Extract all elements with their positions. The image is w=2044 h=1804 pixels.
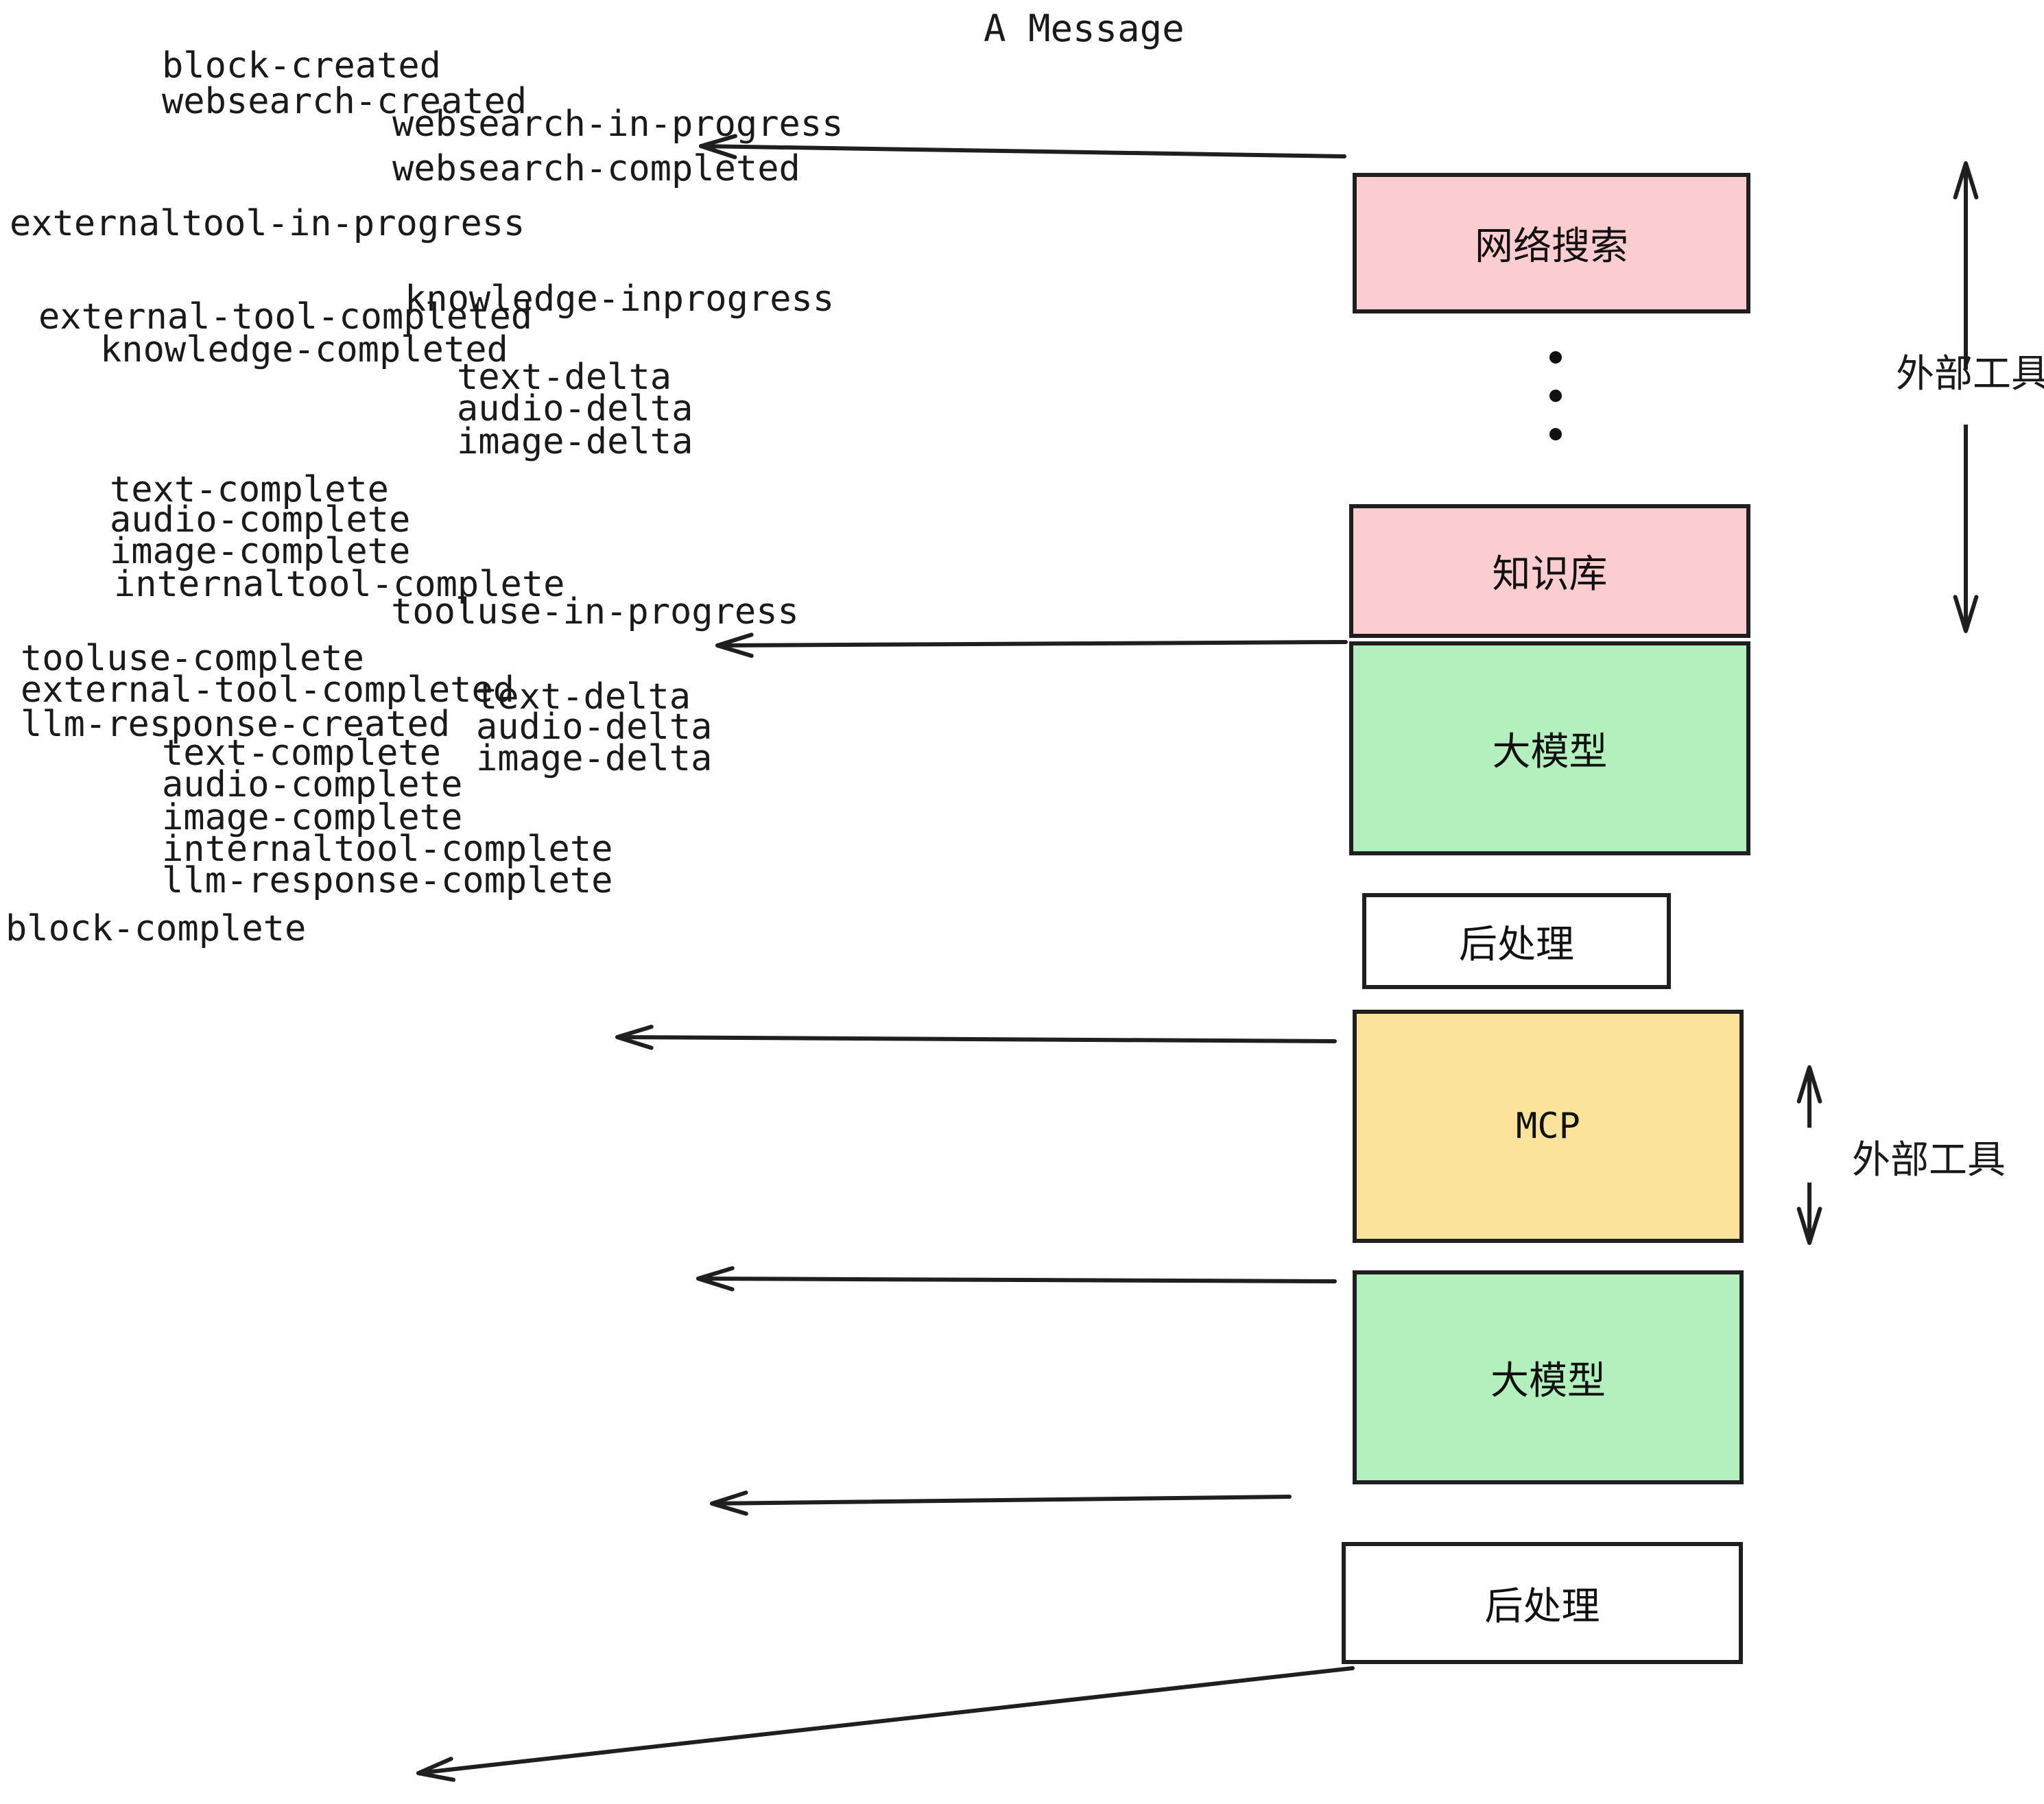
node-postprocess-2: 后处理 (1342, 1542, 1743, 1664)
event-text-complete-2: text-complete (162, 733, 441, 774)
event-tooluse-in-progress: tooluse-in-progress (391, 591, 799, 632)
event-external-tool-completed-1: external-tool-completed (38, 296, 533, 337)
event-image-complete-1: image-complete (110, 531, 411, 572)
arrow-image-complete-head-icon (615, 1024, 654, 1050)
event-block-created: block-created (162, 45, 441, 86)
page-title: A Message (984, 7, 1185, 50)
node-label: 后处理 (1459, 922, 1574, 967)
node-label: 网络搜索 (1475, 224, 1628, 269)
arrow-knowledge-done-head-icon (715, 632, 754, 658)
event-image-complete-2: image-complete (162, 797, 463, 838)
event-llm-response-complete: llm-response-complete (162, 860, 613, 901)
event-text-delta-2: text-delta (476, 676, 691, 717)
arrow-block-complete (416, 1666, 1355, 1775)
event-knowledge-inprogress: knowledge-inprogress (405, 278, 835, 320)
node-label: 后处理 (1484, 1584, 1600, 1629)
arrow-tooluse-complete (696, 1277, 1337, 1283)
event-audio-complete-2: audio-complete (162, 764, 463, 805)
node-label: 大模型 (1492, 729, 1608, 774)
node-label: 大模型 (1490, 1358, 1606, 1403)
event-audio-complete-1: audio-complete (110, 499, 411, 541)
event-image-delta-1: image-delta (457, 421, 693, 462)
node-mcp: MCP (1353, 1010, 1744, 1243)
node-knowledge: 知识库 (1349, 504, 1750, 638)
node-llm-2: 大模型 (1353, 1270, 1744, 1484)
event-externaltool-in-progress: externaltool-in-progress (10, 203, 525, 244)
external-tool-scope-bottom-down-head-icon (1796, 1207, 1822, 1245)
event-text-delta-1: text-delta (457, 357, 672, 398)
event-block-complete: block-complete (5, 908, 307, 949)
event-websearch-created: websearch-created (162, 81, 527, 122)
node-llm-1: 大模型 (1349, 641, 1750, 855)
external-tool-scope-top-down-head-icon (1953, 595, 1979, 633)
arrow-tooluse-complete-head-icon (696, 1266, 735, 1292)
node-label: 知识库 (1492, 552, 1608, 597)
scope-label-external-tool-bottom: 外部工具 (1852, 1138, 2006, 1183)
arrow-knowledge-done (715, 640, 1348, 648)
event-external-tool-completed-2: external-tool-completed (21, 669, 515, 711)
scope-label-external-tool-top: 外部工具 (1896, 352, 2044, 396)
node-postprocess-1: 后处理 (1362, 893, 1671, 989)
external-tool-scope-top-up-head-icon (1953, 161, 1979, 200)
external-tool-scope-bottom-up-head-icon (1796, 1065, 1822, 1104)
event-websearch-completed: websearch-completed (392, 148, 800, 189)
arrow-image-complete (615, 1035, 1337, 1043)
scope-arrows-group (1796, 161, 1979, 1245)
vertical-ellipsis-icon (1549, 351, 1562, 440)
node-label: MCP (1516, 1106, 1580, 1147)
arrow-audio-complete (710, 1495, 1292, 1506)
event-tooluse-complete: tooluse-complete (21, 638, 364, 679)
event-llm-response-created: llm-response-created (21, 704, 451, 745)
node-websearch: 网络搜索 (1353, 173, 1750, 313)
event-text-complete-1: text-complete (110, 469, 389, 510)
event-internaltool-complete-2: internaltool-complete (162, 829, 613, 870)
event-audio-delta-2: audio-delta (476, 707, 713, 748)
event-audio-delta-1: audio-delta (457, 388, 693, 429)
event-image-delta-2: image-delta (476, 738, 713, 779)
event-knowledge-completed: knowledge-completed (100, 329, 508, 370)
arrow-audio-complete-head-icon (710, 1491, 748, 1516)
event-internaltool-complete-1: internaltool-complete (114, 564, 565, 605)
event-websearch-in-progress: websearch-in-progress (392, 104, 844, 145)
arrow-block-complete-head-icon (416, 1757, 456, 1782)
